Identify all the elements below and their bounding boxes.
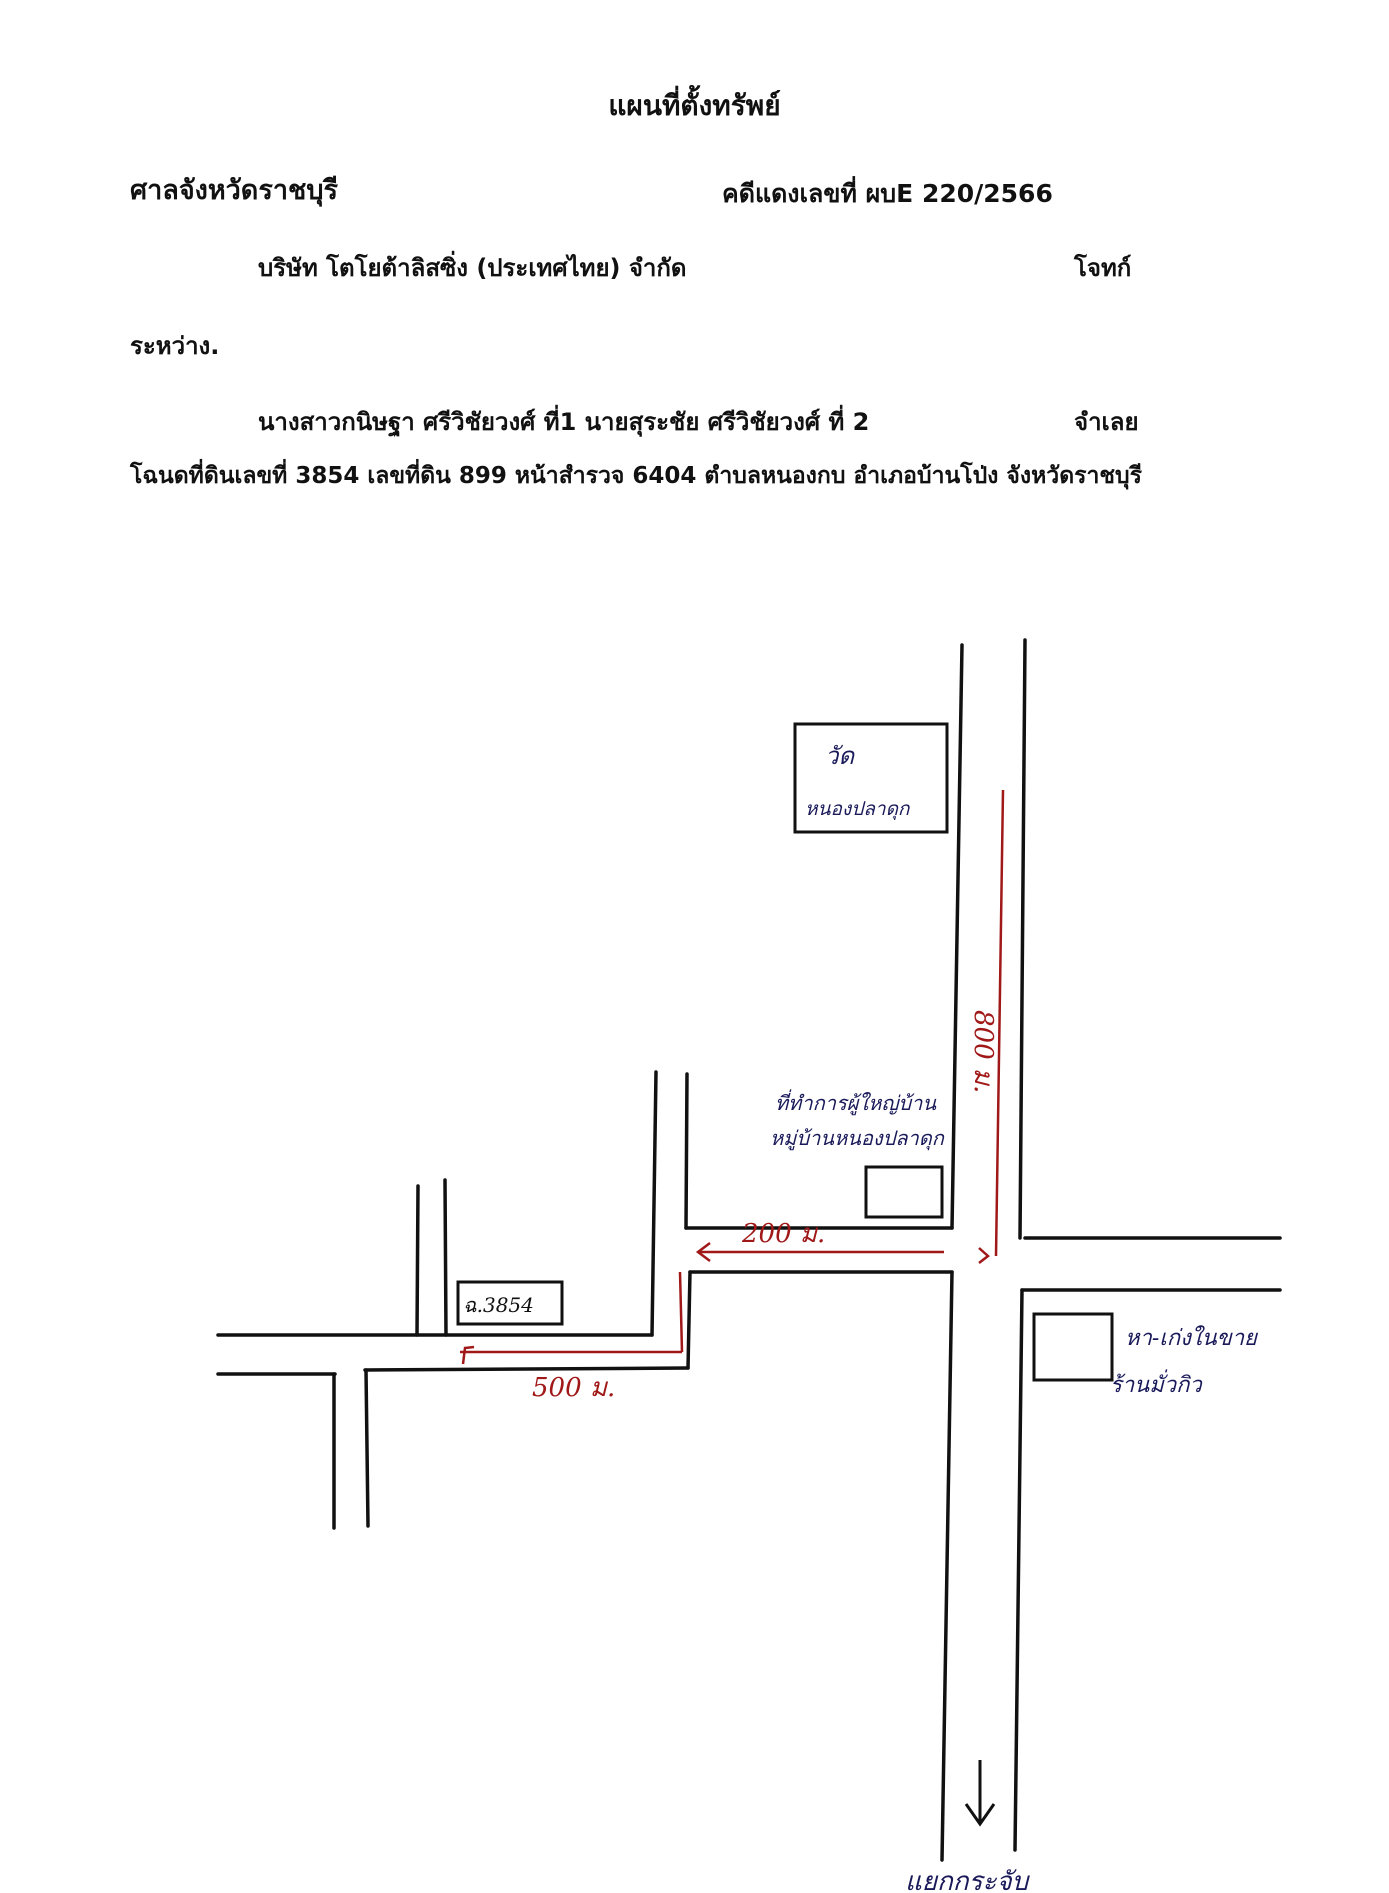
route-lines <box>460 789 1005 1365</box>
route-500m-arrowhead <box>461 1345 475 1365</box>
parcel-label: ฉ.3854 <box>463 1293 534 1317</box>
main-road-right-upper <box>1018 638 1027 1240</box>
road-lines <box>216 638 1282 1862</box>
plaintiff-role: โจทก์ <box>1074 254 1132 282</box>
route-500m-vertical <box>678 1271 684 1353</box>
defendants-names: นางสาวกนิษฐา ศรีวิชัยวงศ์ ที่1 นายสุระชั… <box>258 408 870 436</box>
route-800m-arrowhead <box>978 1247 990 1264</box>
landmark-boxes <box>456 722 1114 1382</box>
case-number: คดีแดงเลขที่ ผบE 220/2566 <box>722 179 1053 208</box>
main-road-left-lower <box>940 1270 954 1862</box>
middle-road-left <box>650 1070 658 1337</box>
middle-road-right-lower <box>686 1270 692 1370</box>
parcel-box <box>456 1280 564 1326</box>
shop-label-2: ร้านมั่วกิว <box>1110 1369 1203 1398</box>
page-title: แผนที่ตั้งทรัพย์ <box>608 89 781 122</box>
court-name: ศาลจังหวัดราชบุรี <box>130 175 338 206</box>
village-office-label-2: หมู่บ้านหนองปลาดุก <box>770 1126 945 1151</box>
temple-label-1: วัด <box>825 742 855 770</box>
village-office-box <box>864 1165 944 1219</box>
west-road-bottom-2 <box>363 1366 690 1372</box>
deed-details: โฉนดที่ดินเลขที่ 3854 เลขที่ดิน 899 หน้า… <box>130 463 1142 489</box>
shop-label-1: หา-เก่งในขาย <box>1125 1325 1259 1351</box>
route-200m-arrowhead <box>695 1242 711 1262</box>
middle-road-right <box>684 1072 689 1230</box>
temple-label-2: หนองปลาดุก <box>805 798 911 820</box>
shop-box <box>1032 1312 1114 1382</box>
between-label: ระหว่าง. <box>130 332 220 360</box>
distance-500m-label: 500 ม. <box>532 1373 615 1403</box>
village-office-label-1: ที่ทำการผู้ใหญ่บ้าน <box>775 1089 937 1116</box>
south-arrow <box>964 1760 996 1827</box>
south-arrow-head <box>964 1803 996 1827</box>
defendant-role: จำเลย <box>1074 408 1139 436</box>
distance-200m-label: 200 ม. <box>741 1219 825 1249</box>
soi-right <box>443 1178 448 1337</box>
route-800m <box>994 789 1005 1257</box>
soi-left <box>415 1184 420 1337</box>
main-road-right-lower <box>1013 1288 1024 1852</box>
temple-box <box>793 722 949 834</box>
south-branch-right <box>364 1368 370 1528</box>
plaintiff-name: บริษัท โตโยต้าลิสซิ่ง (ประเทศไทย) จำกัด <box>258 254 687 282</box>
main-road-left-upper <box>950 643 964 1230</box>
distance-800m-label: 800 ม. <box>968 1010 998 1093</box>
bottom-junction-label: แยกกระจับ <box>905 1867 1031 1893</box>
